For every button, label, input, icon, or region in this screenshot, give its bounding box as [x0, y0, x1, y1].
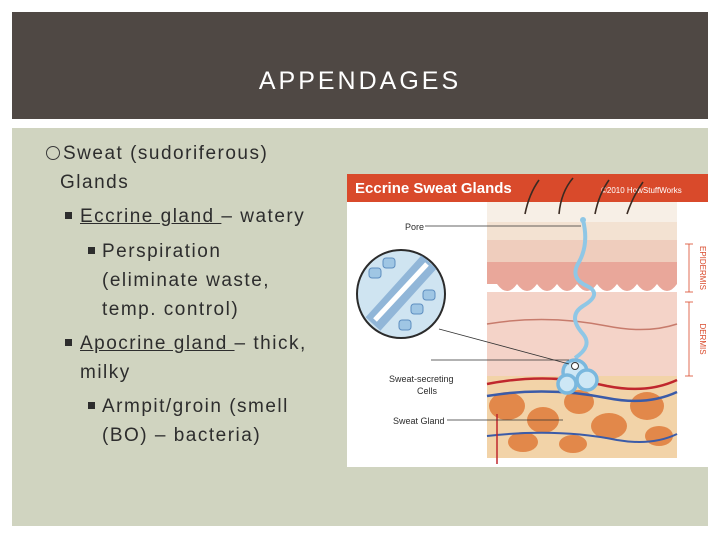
skin-cross-section: [486, 177, 678, 464]
label-pore: Pore: [405, 222, 424, 232]
bullet-square-icon: [65, 212, 72, 219]
bullet-perspiration: Perspiration: [102, 241, 222, 262]
bullet-square-icon: [88, 402, 95, 409]
label-epidermis: EPIDERMIS: [698, 246, 707, 290]
bullet-perspiration-cont: temp. control): [102, 299, 240, 320]
bullet-eccrine: Eccrine gland – watery: [80, 203, 305, 231]
sweat-gland-illustration: Eccrine Sweat Glands ©2010 HowStuffWorks: [347, 174, 708, 467]
bullet-ring-icon: [46, 146, 60, 160]
bullet-square-icon: [88, 247, 95, 254]
bullet-square-icon: [65, 339, 72, 346]
label-sweat-secreting: Sweat-secreting: [389, 374, 454, 384]
figure-banner: [347, 174, 708, 202]
apocrine-desc: – thick,: [234, 333, 307, 354]
slide-header: APPENDAGES: [12, 12, 708, 119]
bullet-apocrine: Apocrine gland – thick,: [80, 330, 307, 358]
slide-title: APPENDAGES: [258, 67, 462, 95]
label-dermis: DERMIS: [698, 323, 707, 354]
bullet-armpit-cont: (BO) – bacteria): [102, 425, 262, 446]
magnified-duct-inset: [356, 249, 446, 339]
label-cells: Cells: [417, 386, 438, 396]
bullet-armpit: Armpit/groin (smell: [102, 396, 289, 417]
eccrine-term: Eccrine gland: [80, 206, 222, 227]
figure-title: Eccrine Sweat Glands: [355, 180, 512, 197]
figure-credit: ©2010 HowStuffWorks: [601, 186, 682, 195]
bullet-apocrine-cont: milky: [80, 362, 131, 383]
label-sweat-gland: Sweat Gland: [393, 416, 445, 426]
bullet-sweat-glands-cont: Glands: [60, 172, 130, 193]
bullet-perspiration-cont: (eliminate waste,: [102, 270, 271, 291]
apocrine-term: Apocrine gland: [80, 333, 235, 354]
eccrine-desc: – watery: [221, 206, 306, 227]
bullet-sweat-glands: Sweat (sudoriferous): [63, 143, 269, 164]
